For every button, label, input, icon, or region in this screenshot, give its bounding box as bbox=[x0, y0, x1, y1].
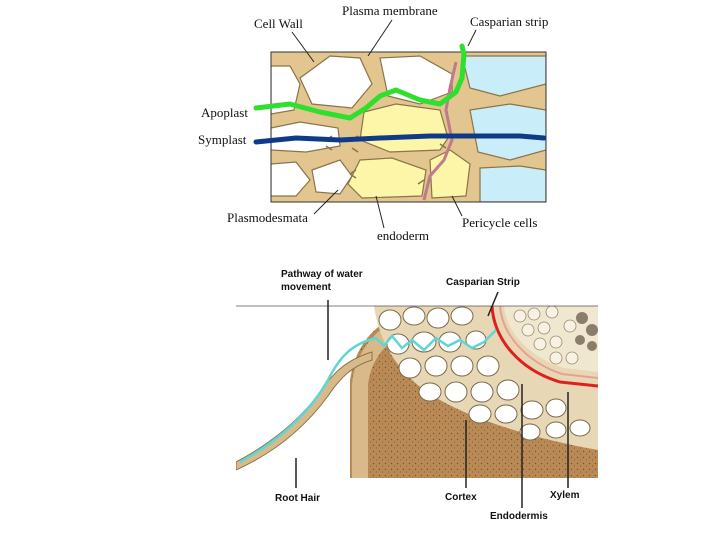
label-casparian-strip: Casparian strip bbox=[470, 15, 548, 29]
label-pathway-line1: Pathway of water bbox=[281, 269, 363, 281]
label-cortex: Cortex bbox=[445, 492, 477, 504]
pericycle-cell bbox=[480, 166, 546, 202]
label-plasmodesmata: Plasmodesmata bbox=[227, 211, 308, 225]
label-pericycle-cells: Pericycle cells bbox=[462, 216, 537, 230]
cell-tissue bbox=[271, 52, 546, 202]
label-symplast: Symplast bbox=[198, 133, 246, 147]
label-endodermis: Endodermis bbox=[490, 511, 548, 523]
label-endoderm: endoderm bbox=[377, 229, 429, 243]
endoderm-cell bbox=[360, 104, 448, 152]
label-casparian-strip-bottom: Casparian Strip bbox=[446, 277, 520, 289]
label-plasma-membrane: Plasma membrane bbox=[342, 4, 438, 18]
label-apoplast: Apoplast bbox=[201, 106, 248, 120]
label-cell-wall: Cell Wall bbox=[254, 17, 303, 31]
root-cross-section bbox=[236, 306, 598, 478]
label-root-hair: Root Hair bbox=[275, 493, 320, 505]
pericycle-cell bbox=[470, 104, 546, 160]
label-pathway-line2: movement bbox=[281, 282, 331, 294]
label-xylem: Xylem bbox=[550, 490, 579, 502]
